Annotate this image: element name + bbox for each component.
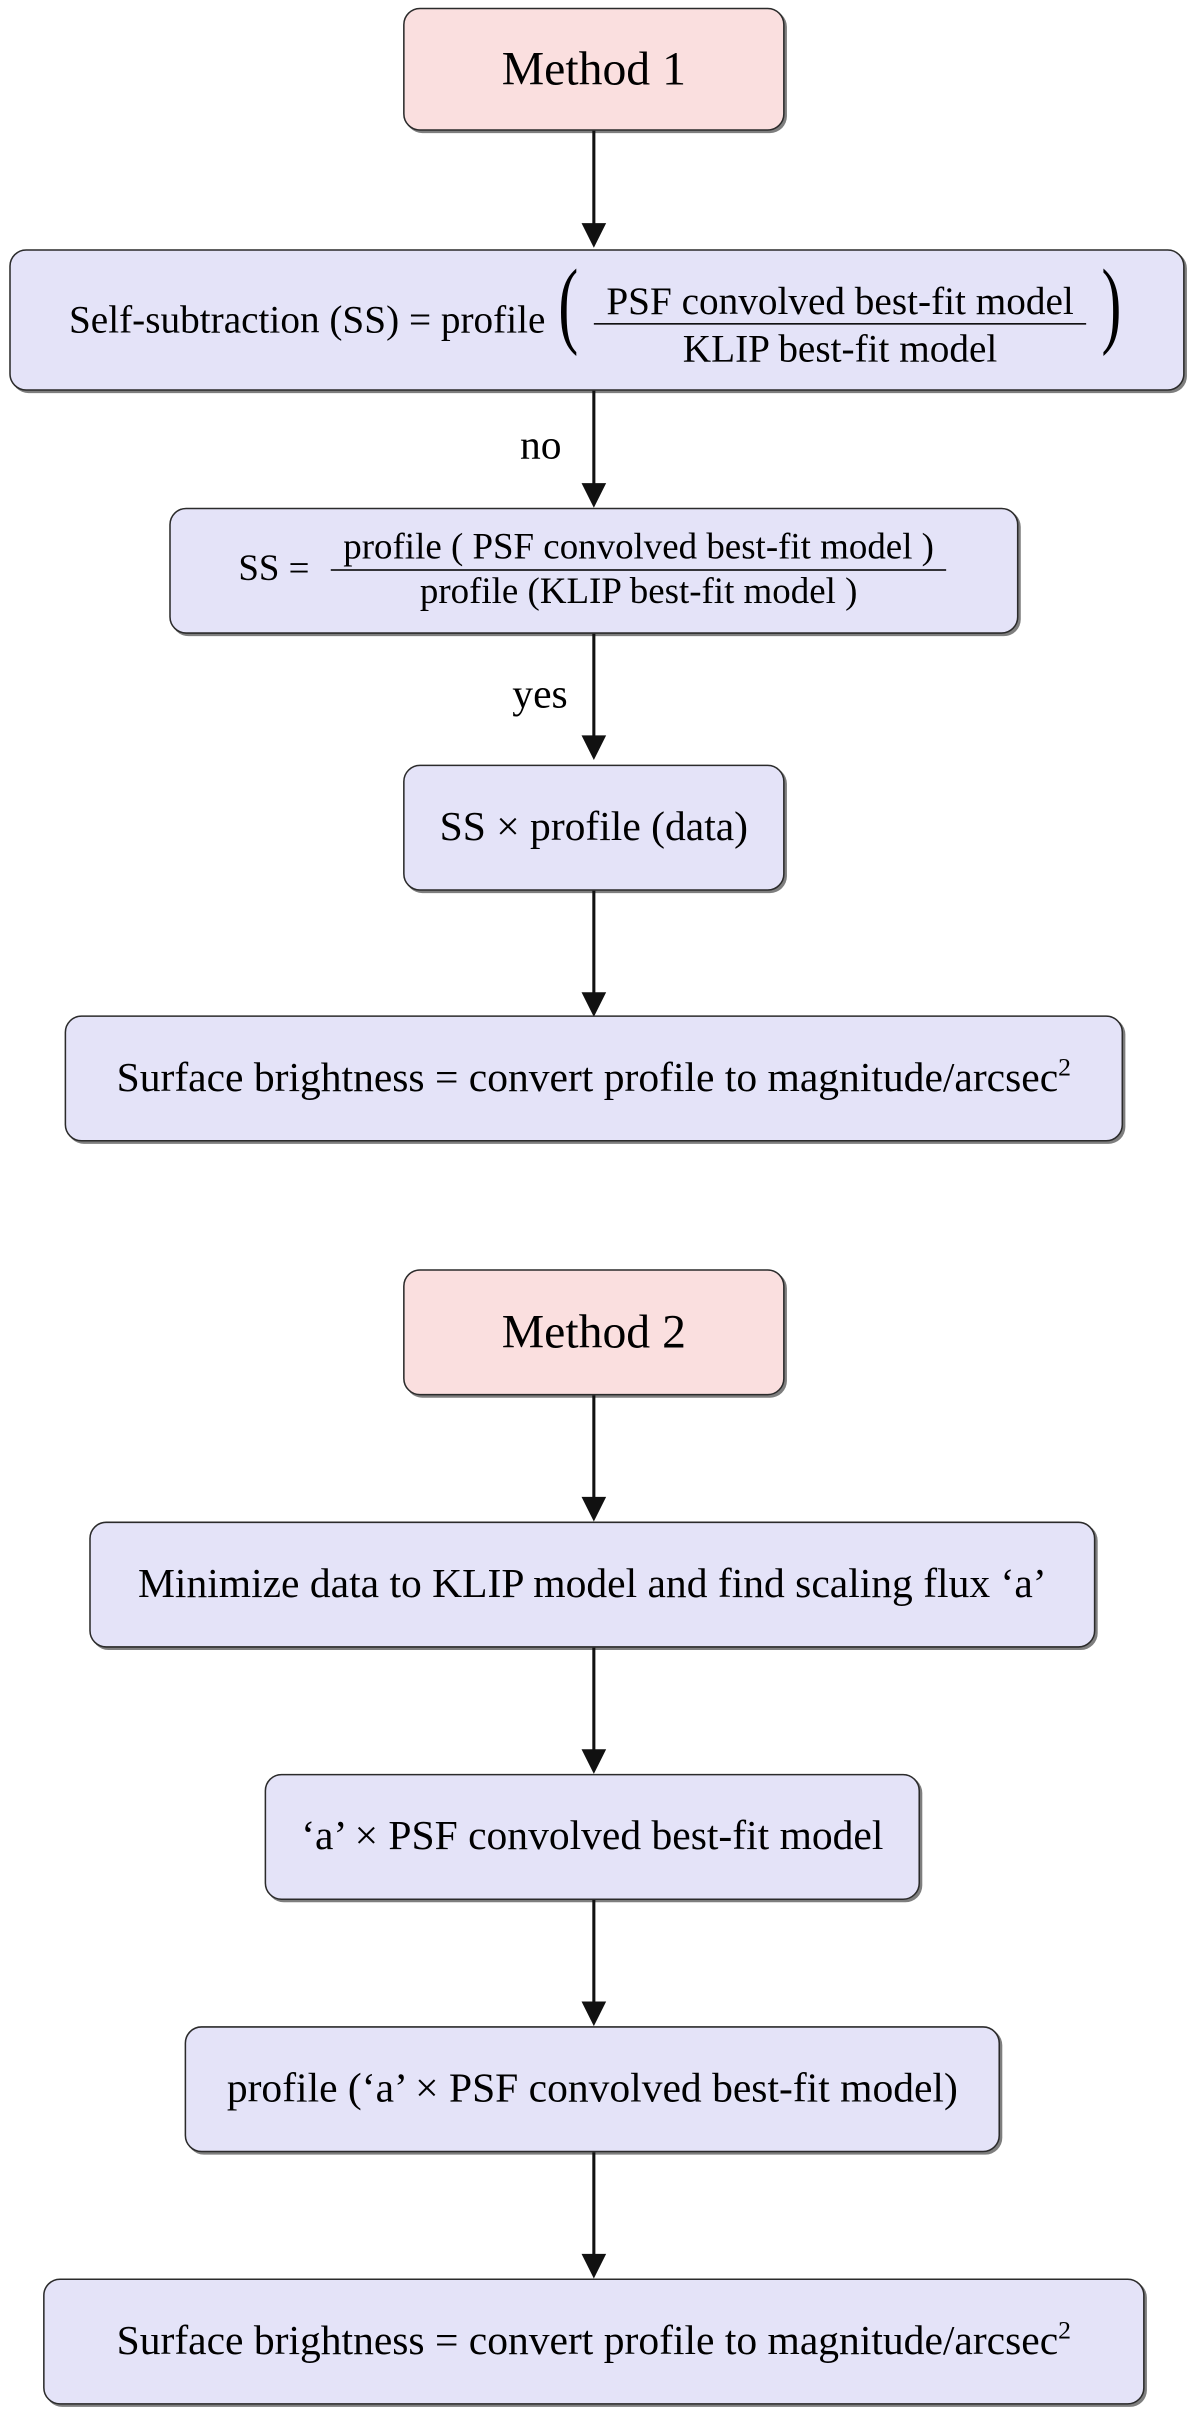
node-ss-times-profile-data[interactable]: SS × profile (data) [403, 764, 785, 891]
self-subtraction-close-paren: ) [1101, 249, 1122, 358]
node-surface-brightness-method-2[interactable]: Surface brightness = convert profile to … [43, 2278, 1145, 2405]
ss-ratio-fraction: profile ( PSF convolved best-fit model )… [330, 527, 947, 613]
edge-ss-times-profile-to-surface-brightness-1 [592, 890, 596, 996]
self-subtraction-open-paren: ( [558, 249, 579, 358]
edge-ss-times-profile-to-surface-brightness-1-arrowhead [581, 992, 607, 1017]
edge-method1-to-self-subtraction-arrowhead [581, 223, 607, 248]
edge-label-no: no [520, 421, 562, 468]
node-minimize-data-to-klip-label: Minimize data to KLIP model and find sca… [137, 1560, 1047, 1607]
node-scaled-psf-model-label: ‘a’ × PSF convolved best-fit model [301, 1813, 884, 1860]
node-method-1-start-label: Method 1 [501, 41, 686, 96]
node-surface-brightness-method-1[interactable]: Surface brightness = convert profile to … [64, 1015, 1124, 1142]
edge-scaled-model-to-profile-arrowhead [581, 2001, 607, 2027]
edge-scaled-model-to-profile [592, 1900, 596, 2005]
node-ss-ratio-expression: SS = profile ( PSF convolved best-fit mo… [217, 527, 971, 613]
node-profile-scaled-psf-model-label: profile (‘a’ × PSF convolved best-fit mo… [226, 2065, 958, 2112]
node-self-subtraction[interactable]: Self-subtraction (SS) = profile ( PSF co… [9, 249, 1185, 391]
edge-label-yes: yes [512, 670, 568, 717]
edge-self-subtraction-to-ss-ratio [592, 390, 596, 487]
node-ss-times-profile-data-label: SS × profile (data) [439, 803, 749, 850]
edge-minimize-to-scaled-model [592, 1647, 596, 1753]
ss-ratio-numerator: profile ( PSF convolved best-fit model ) [330, 527, 947, 571]
node-surface-brightness-method-2-label: Surface brightness = convert profile to … [95, 2318, 1093, 2366]
self-subtraction-numerator: PSF convolved best-fit model [594, 279, 1087, 324]
edge-method2-to-minimize [592, 1395, 596, 1500]
surface-brightness-2-text: Surface brightness = convert profile to … [116, 2317, 1059, 2364]
edge-method1-to-self-subtraction [592, 130, 596, 227]
node-method-2-start[interactable]: Method 2 [403, 1269, 785, 1396]
node-ss-ratio[interactable]: SS = profile ( PSF convolved best-fit mo… [169, 507, 1019, 634]
node-surface-brightness-method-1-label: Surface brightness = convert profile to … [95, 1055, 1093, 1103]
node-minimize-data-to-klip[interactable]: Minimize data to KLIP model and find sca… [89, 1521, 1096, 1648]
edge-ss-ratio-to-ss-times-profile-arrowhead [581, 735, 607, 760]
node-method-2-start-label: Method 2 [501, 1304, 686, 1359]
surface-brightness-1-text: Surface brightness = convert profile to … [116, 1054, 1059, 1101]
self-subtraction-fraction: PSF convolved best-fit model KLIP best-f… [594, 279, 1087, 371]
edge-profile-to-surface-brightness-2-arrowhead [581, 2253, 607, 2279]
surface-brightness-2-exponent: 2 [1058, 2316, 1072, 2346]
edge-ss-ratio-to-ss-times-profile [592, 633, 596, 739]
node-profile-scaled-psf-model[interactable]: profile (‘a’ × PSF convolved best-fit mo… [184, 2026, 1001, 2153]
node-method-1-start[interactable]: Method 1 [403, 7, 785, 131]
edge-profile-to-surface-brightness-2 [592, 2152, 596, 2257]
edge-method2-to-minimize-arrowhead [581, 1496, 607, 1522]
surface-brightness-1-exponent: 2 [1058, 1053, 1072, 1083]
ss-ratio-prefix: SS = [238, 548, 310, 589]
edge-minimize-to-scaled-model-arrowhead [581, 1749, 607, 1774]
ss-ratio-denominator: profile (KLIP best-fit model ) [419, 572, 858, 613]
self-subtraction-denominator: KLIP best-fit model [682, 325, 998, 371]
node-self-subtraction-expression: Self-subtraction (SS) = profile ( PSF co… [47, 249, 1146, 371]
edge-self-subtraction-to-ss-ratio-arrowhead [581, 483, 607, 508]
node-scaled-psf-model[interactable]: ‘a’ × PSF convolved best-fit model [264, 1773, 921, 1900]
self-subtraction-prefix: Self-subtraction (SS) = profile [68, 297, 546, 343]
